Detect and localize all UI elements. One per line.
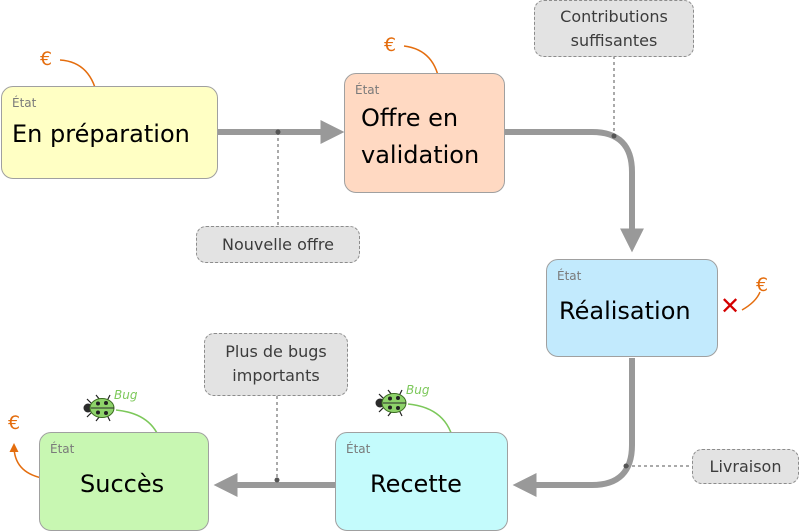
condition-label-line1: Plus de bugs — [225, 342, 327, 361]
state-validation: État Offre en validation — [344, 73, 505, 193]
euro-icon: € — [384, 34, 397, 56]
flow-arrow-validation-to-realisation — [505, 129, 644, 253]
state-realisation: État Réalisation — [546, 259, 718, 357]
state-tag: État — [557, 269, 582, 283]
state-name: En préparation — [12, 120, 190, 148]
bug-label: Bug — [406, 383, 430, 397]
state-name: Recette — [370, 470, 462, 498]
state-tag: État — [12, 96, 37, 110]
condition-label: Nouvelle offre — [222, 235, 334, 254]
condition-contributions: Contributions suffisantes — [534, 0, 694, 57]
condition-label-line2: suffisantes — [570, 31, 658, 50]
condition-nouvelle-offre: Nouvelle offre — [196, 226, 360, 263]
euro-icon: € — [40, 48, 53, 70]
state-tag: État — [346, 442, 371, 456]
condition-plus-de-bugs: Plus de bugs importants — [204, 333, 348, 396]
state-name-line2: validation — [361, 141, 480, 169]
flow-arrow-realisation-to-recette — [512, 358, 635, 497]
ladybug-icon — [83, 394, 115, 422]
state-name: Succès — [80, 470, 165, 498]
state-name: Réalisation — [559, 297, 691, 325]
state-recette: État Recette — [335, 432, 508, 531]
cancel-icon: ✕ — [720, 292, 741, 320]
condition-label-line1: Contributions — [560, 7, 668, 26]
state-tag: État — [50, 442, 75, 456]
condition-label-line2: importants — [232, 366, 320, 385]
state-name-line1: Offre en — [361, 104, 459, 132]
euro-arrow-realisation — [741, 291, 761, 311]
euro-icon: € — [756, 274, 769, 296]
state-preparation: État En préparation — [1, 86, 218, 179]
state-succes: État Succès — [39, 432, 209, 531]
state-tag: État — [355, 83, 380, 97]
euro-icon: € — [8, 412, 21, 434]
ladybug-icon — [375, 389, 407, 417]
euro-arrow-succes — [9, 443, 43, 479]
bug-label: Bug — [114, 388, 138, 402]
condition-livraison: Livraison — [692, 449, 799, 484]
condition-label: Livraison — [709, 457, 782, 476]
